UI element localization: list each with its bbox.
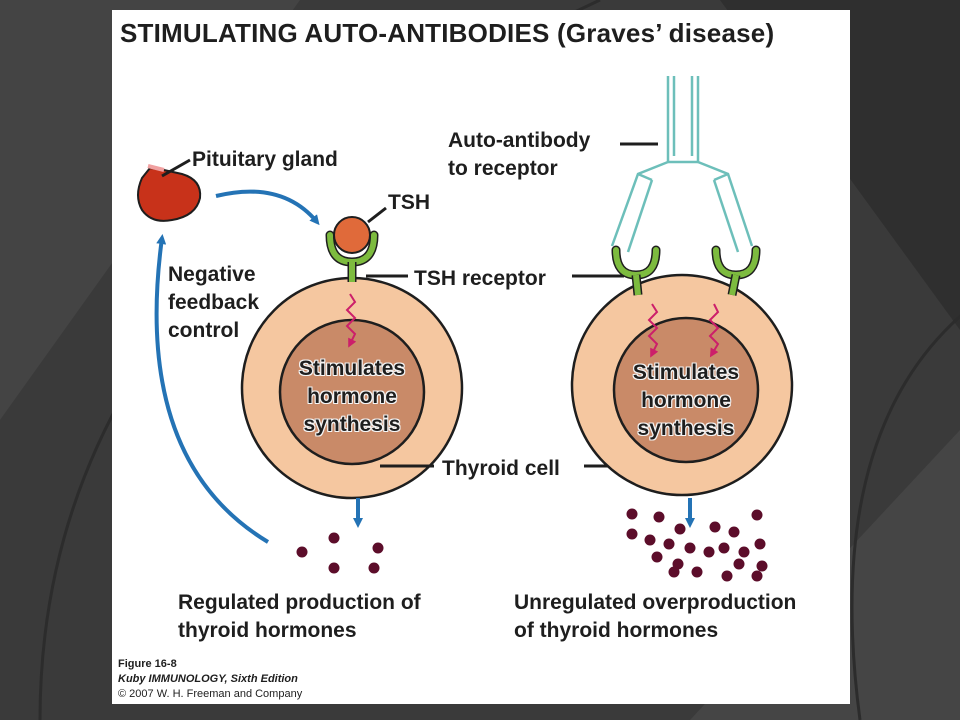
tsh-pointer-line <box>367 206 387 224</box>
hormone-dot-icon <box>368 562 380 574</box>
tsh-molecule-icon <box>333 216 371 254</box>
auto-antibody-label-line2: to receptor <box>448 157 558 180</box>
auto-antibody-label-line1: Auto-antibody <box>448 129 591 152</box>
unregulated-label-line1: Unregulated overproduction <box>514 591 797 614</box>
left-inner-label-line2: hormone <box>307 385 397 408</box>
left-inner-label-line1: Stimulates <box>298 357 406 380</box>
hormone-dot-icon <box>372 542 384 554</box>
tsh-receptor-label: TSH receptor <box>414 267 546 290</box>
tsh-label: TSH <box>388 191 430 214</box>
negative-feedback-label-line2: feedback <box>168 291 260 314</box>
left-thyroid-cell <box>240 276 464 500</box>
hormone-dot-icon <box>296 546 308 558</box>
left-signal-arrow <box>345 293 357 348</box>
pituitary-gland-label: Pituitary gland <box>192 148 338 171</box>
right-tsh-receptor-2 <box>711 245 761 296</box>
right-tsh-receptor-1 <box>611 245 661 296</box>
figure-panel: STIMULATING AUTO-ANTIBODIES (Graves’ dis… <box>112 10 850 704</box>
right-inner-label-line3: synthesis <box>637 417 735 440</box>
unregulated-label-line2: of thyroid hormones <box>514 619 719 642</box>
hormone-dot-icon <box>328 562 340 574</box>
thyroid-cell-label: Thyroid cell <box>442 457 560 480</box>
figure-number: Figure 16-8 <box>118 658 177 670</box>
negative-feedback-label-line1: Negative <box>168 263 256 286</box>
figure-source: Kuby IMMUNOLOGY, Sixth Edition <box>118 673 298 685</box>
left-inner-label-line3: synthesis <box>303 413 401 436</box>
tsh-receptor-icon <box>325 230 379 282</box>
right-signal-arrow-2 <box>708 303 720 358</box>
right-signal-arrow-1 <box>647 303 659 358</box>
right-inner-label-line1: Stimulates <box>632 361 740 384</box>
pituitary-gland-icon <box>137 164 202 222</box>
right-thyroid-cell <box>570 273 794 497</box>
figure-title: STIMULATING AUTO-ANTIBODIES (Graves’ dis… <box>120 18 775 48</box>
negative-feedback-arrow <box>154 234 270 544</box>
diagram-canvas <box>137 76 794 582</box>
auto-antibody-icon <box>610 76 754 253</box>
regulated-label-line2: thyroid hormones <box>178 619 357 642</box>
left-hormone-dots <box>296 532 384 574</box>
pituitary-pointer-line <box>161 158 191 178</box>
right-inner-label-line2: hormone <box>641 389 731 412</box>
hormone-dot-icon <box>328 532 340 544</box>
pituitary-to-tsh-arrow <box>215 189 320 226</box>
regulated-label-line1: Regulated production of <box>178 591 421 614</box>
negative-feedback-label-line3: control <box>168 319 240 342</box>
figure-copyright: © 2007 W. H. Freeman and Company <box>118 688 303 700</box>
right-hormone-dots <box>626 508 768 582</box>
